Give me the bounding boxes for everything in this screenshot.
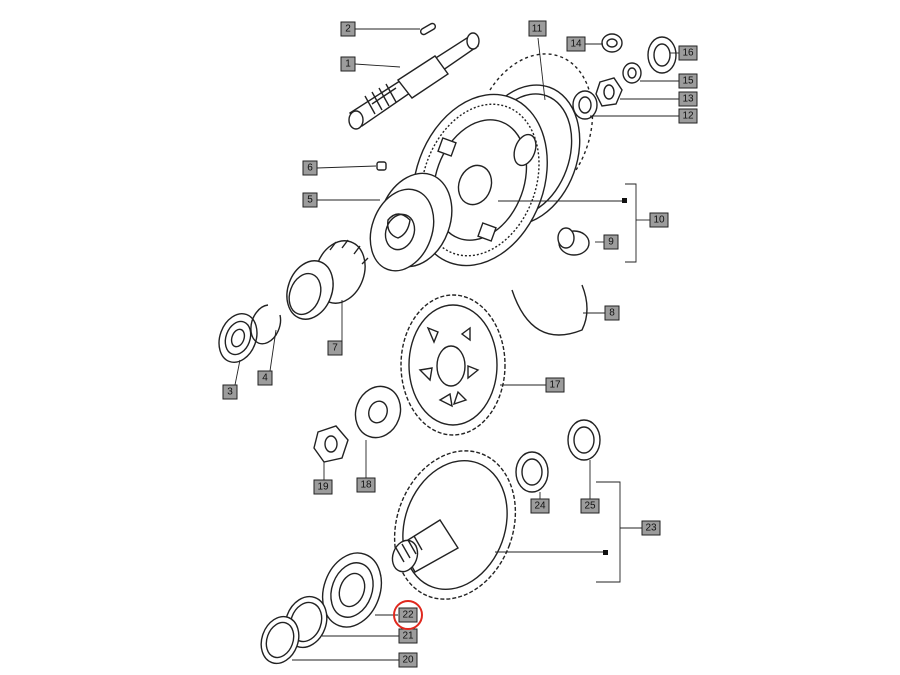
callout-2[interactable]: 2 bbox=[340, 21, 356, 37]
part-7-dog-gear bbox=[286, 239, 369, 320]
svg-text:14: 14 bbox=[570, 39, 582, 50]
callout-9[interactable]: 9 bbox=[603, 234, 619, 250]
svg-text:3: 3 bbox=[227, 387, 233, 398]
callout-8[interactable]: 8 bbox=[604, 305, 620, 321]
part-14-washer bbox=[601, 33, 623, 53]
svg-text:25: 25 bbox=[584, 501, 596, 512]
svg-text:15: 15 bbox=[682, 76, 694, 87]
svg-text:2: 2 bbox=[345, 24, 351, 35]
callout-12[interactable]: 12 bbox=[678, 108, 698, 124]
svg-text:17: 17 bbox=[549, 380, 561, 391]
callout-20[interactable]: 20 bbox=[398, 652, 418, 668]
svg-text:23: 23 bbox=[645, 523, 657, 534]
callout-25[interactable]: 25 bbox=[580, 498, 600, 514]
svg-text:18: 18 bbox=[360, 480, 372, 491]
part-22-ball-bearing bbox=[321, 552, 383, 628]
callout-23[interactable]: 23 bbox=[641, 520, 661, 536]
callout-5[interactable]: 5 bbox=[302, 192, 318, 208]
svg-text:24: 24 bbox=[534, 501, 546, 512]
callout-24[interactable]: 24 bbox=[530, 498, 550, 514]
part-23-gear-shaft bbox=[391, 450, 517, 600]
part-9-bushing bbox=[557, 227, 590, 256]
svg-text:9: 9 bbox=[608, 237, 614, 248]
part-3-ball-bearing bbox=[218, 313, 258, 363]
callout-19[interactable]: 19 bbox=[313, 479, 333, 495]
callout-16[interactable]: 16 bbox=[678, 45, 698, 61]
svg-text:11: 11 bbox=[532, 24, 543, 35]
part-20-sleeve bbox=[260, 615, 300, 665]
svg-text:21: 21 bbox=[402, 631, 414, 642]
svg-text:20: 20 bbox=[402, 655, 414, 666]
svg-text:19: 19 bbox=[317, 482, 329, 493]
svg-text:1: 1 bbox=[345, 59, 351, 70]
part-5-clutch-hub bbox=[369, 172, 453, 272]
part-4-circlip bbox=[250, 304, 282, 345]
callout-14[interactable]: 14 bbox=[566, 36, 586, 52]
leader-dot-10 bbox=[622, 198, 627, 203]
svg-text:4: 4 bbox=[262, 373, 268, 384]
part-17-sprocket bbox=[400, 294, 506, 436]
callout-7[interactable]: 7 bbox=[327, 340, 343, 356]
callout-6[interactable]: 6 bbox=[302, 160, 318, 176]
part-2-key bbox=[419, 22, 437, 36]
callout-10[interactable]: 10 bbox=[649, 212, 669, 228]
callout-18[interactable]: 18 bbox=[356, 477, 376, 493]
callout-15[interactable]: 15 bbox=[678, 73, 698, 89]
svg-text:10: 10 bbox=[653, 215, 665, 226]
svg-text:6: 6 bbox=[307, 163, 313, 174]
callout-22[interactable]: 22 bbox=[398, 607, 418, 623]
svg-text:16: 16 bbox=[682, 48, 694, 59]
callout-4[interactable]: 4 bbox=[257, 370, 273, 386]
part-13-nut bbox=[595, 77, 623, 107]
leader-dot-23 bbox=[603, 550, 608, 555]
callout-3[interactable]: 3 bbox=[222, 384, 238, 400]
part-19-hex-nut bbox=[313, 425, 349, 463]
callout-21[interactable]: 21 bbox=[398, 628, 418, 644]
svg-text:12: 12 bbox=[682, 111, 694, 122]
part-18-thrust-washer bbox=[354, 385, 402, 439]
part-8-snap-ring bbox=[511, 284, 588, 336]
svg-text:7: 7 bbox=[332, 343, 338, 354]
part-25-needle-bearing bbox=[567, 419, 601, 461]
callout-1[interactable]: 1 bbox=[340, 56, 356, 72]
callout-17[interactable]: 17 bbox=[545, 377, 565, 393]
svg-text:8: 8 bbox=[609, 308, 615, 319]
part-15-washer bbox=[622, 62, 642, 84]
svg-text:22: 22 bbox=[402, 610, 414, 621]
callout-13[interactable]: 13 bbox=[678, 91, 698, 107]
highlight-circle-22 bbox=[393, 600, 423, 630]
part-24-needle-bearing bbox=[515, 451, 549, 493]
part-1-splined-shaft bbox=[348, 32, 480, 130]
part-16-bearing bbox=[647, 36, 677, 74]
part-12-washer bbox=[572, 90, 598, 120]
part-6-pin bbox=[376, 161, 387, 171]
callout-11[interactable]: 11 bbox=[528, 20, 547, 37]
svg-text:5: 5 bbox=[307, 195, 313, 206]
svg-text:13: 13 bbox=[682, 94, 694, 105]
